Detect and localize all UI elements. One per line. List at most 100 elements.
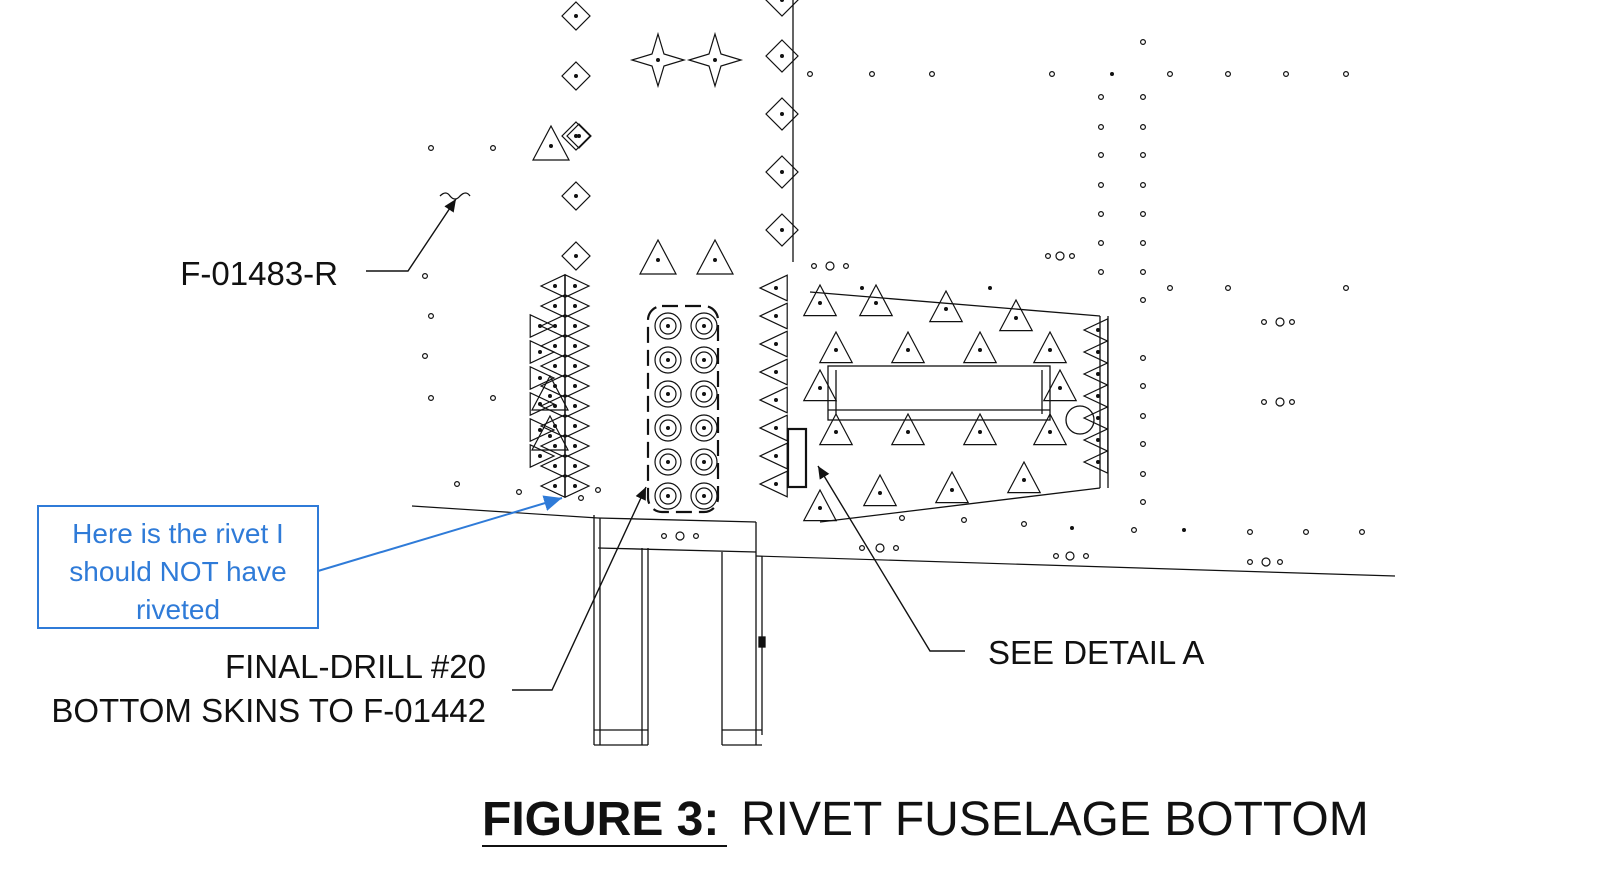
rivet-diamond: [561, 121, 591, 151]
rivet-triangle: [858, 283, 894, 317]
rivet-hole: [666, 460, 670, 464]
rivet-hole: [1022, 478, 1026, 482]
rivet-hole: [1082, 552, 1089, 559]
rivet-triangle: [802, 488, 838, 522]
rivet-rosette-ring: [659, 487, 677, 505]
rivet-hole: [1096, 438, 1100, 442]
rivet-hole: [577, 134, 581, 138]
rivet-diamond: [765, 213, 799, 247]
rivet-hole: [878, 491, 882, 495]
rivet-hole: [1139, 123, 1146, 130]
rivet-hole: [1260, 399, 1267, 406]
rivet-triangle: [802, 368, 838, 402]
rivet-hole: [553, 304, 557, 308]
rivet-hole: [573, 424, 577, 428]
rivet-triangle: [529, 417, 556, 443]
rivet-hole: [1058, 386, 1062, 390]
rivet-triangle: [1082, 317, 1109, 343]
rivet-diamond: [561, 1, 591, 31]
rivet-hole: [875, 543, 885, 553]
rivet-triangle: [1082, 405, 1109, 431]
rivet-diamond: [561, 181, 591, 211]
rivet-hole: [1182, 528, 1186, 532]
rivet-hole: [656, 258, 660, 262]
rivet-rosette: [690, 482, 718, 510]
rivet-hole: [1166, 70, 1173, 77]
rivet-triangle: [564, 333, 591, 359]
detail-a-leader: [817, 465, 965, 652]
rivet-hole: [1096, 328, 1100, 332]
rivet-rosette: [654, 346, 682, 374]
rivet-rosette-ring: [695, 487, 713, 505]
rivet-hole: [538, 324, 542, 328]
rivet-triangle: [962, 412, 998, 446]
rivet-hole: [774, 342, 778, 346]
rivet-diamond: [566, 123, 592, 149]
rivet-rosette: [654, 482, 682, 510]
rivet-diamond: [765, 39, 799, 73]
rivet-hole: [713, 58, 717, 62]
rivet-hole: [553, 464, 557, 468]
annotation-line2: should NOT have: [69, 556, 286, 587]
rivet-triangle: [998, 298, 1034, 332]
rivet-triangle: [962, 330, 998, 364]
rivet-hole: [573, 464, 577, 468]
rivet-hole: [868, 70, 875, 77]
rivet-hole: [1097, 123, 1104, 130]
rivet-hole: [1246, 558, 1253, 565]
rivet-triangle: [564, 313, 591, 339]
rivet-hole: [1139, 471, 1146, 478]
rivet-hole: [858, 544, 865, 551]
rivet-triangle: [928, 289, 964, 323]
rivet-hole: [1302, 528, 1309, 535]
rivet-hole: [538, 376, 542, 380]
note-leader: [317, 495, 563, 572]
rivet-triangle: [564, 273, 591, 299]
rivet-triangle: [1032, 330, 1068, 364]
rivet-hole: [573, 444, 577, 448]
rivet-triangle: [639, 238, 677, 275]
rivet-hole: [780, 54, 784, 58]
rivet-hole: [1139, 38, 1146, 45]
rivet-rosette: [654, 414, 682, 442]
rivet-triangle: [564, 433, 591, 459]
rivet-rosette-ring: [659, 317, 677, 335]
rivet-hole: [898, 514, 905, 521]
rivet-hole: [780, 170, 784, 174]
rivet-triangle: [531, 414, 569, 451]
rivet-triangle: [758, 442, 788, 470]
rivet-hole: [780, 0, 784, 2]
rivet-triangle: [758, 470, 788, 498]
rivet-hole: [1276, 558, 1283, 565]
rivet-hole: [573, 364, 577, 368]
rivet-hole: [1139, 240, 1146, 247]
rivet-triangle: [1082, 427, 1109, 453]
final-drill-label-line2: BOTTOM SKINS TO F-01442: [51, 692, 486, 729]
rivet-hole: [1097, 152, 1104, 159]
figure-number: FIGURE 3:: [482, 793, 719, 846]
rivet-hole: [774, 482, 778, 486]
rivet-hole: [666, 426, 670, 430]
rivet-hole: [1097, 182, 1104, 189]
rivet-hole: [774, 286, 778, 290]
rivet-triangle: [890, 412, 926, 446]
rivet-hole: [573, 304, 577, 308]
rivet-hole: [574, 134, 578, 138]
rivet-hole: [860, 286, 864, 290]
rivet-hole: [1139, 182, 1146, 189]
rivet-hole: [666, 358, 670, 362]
rivet-hole: [454, 481, 461, 488]
rivet-diamond: [765, 0, 799, 17]
rivet-hole: [574, 14, 578, 18]
rivet-triangle: [818, 330, 854, 364]
rivet-hole: [1097, 211, 1104, 218]
rivet-hole: [574, 74, 578, 78]
rivet-hole: [818, 506, 822, 510]
rivet-hole: [1139, 383, 1146, 390]
rivet-hole: [573, 284, 577, 288]
rivet-hole: [1224, 285, 1231, 292]
rivet-hole: [428, 313, 435, 320]
rivet-triangle: [564, 453, 591, 479]
rivet-hole: [1096, 460, 1100, 464]
